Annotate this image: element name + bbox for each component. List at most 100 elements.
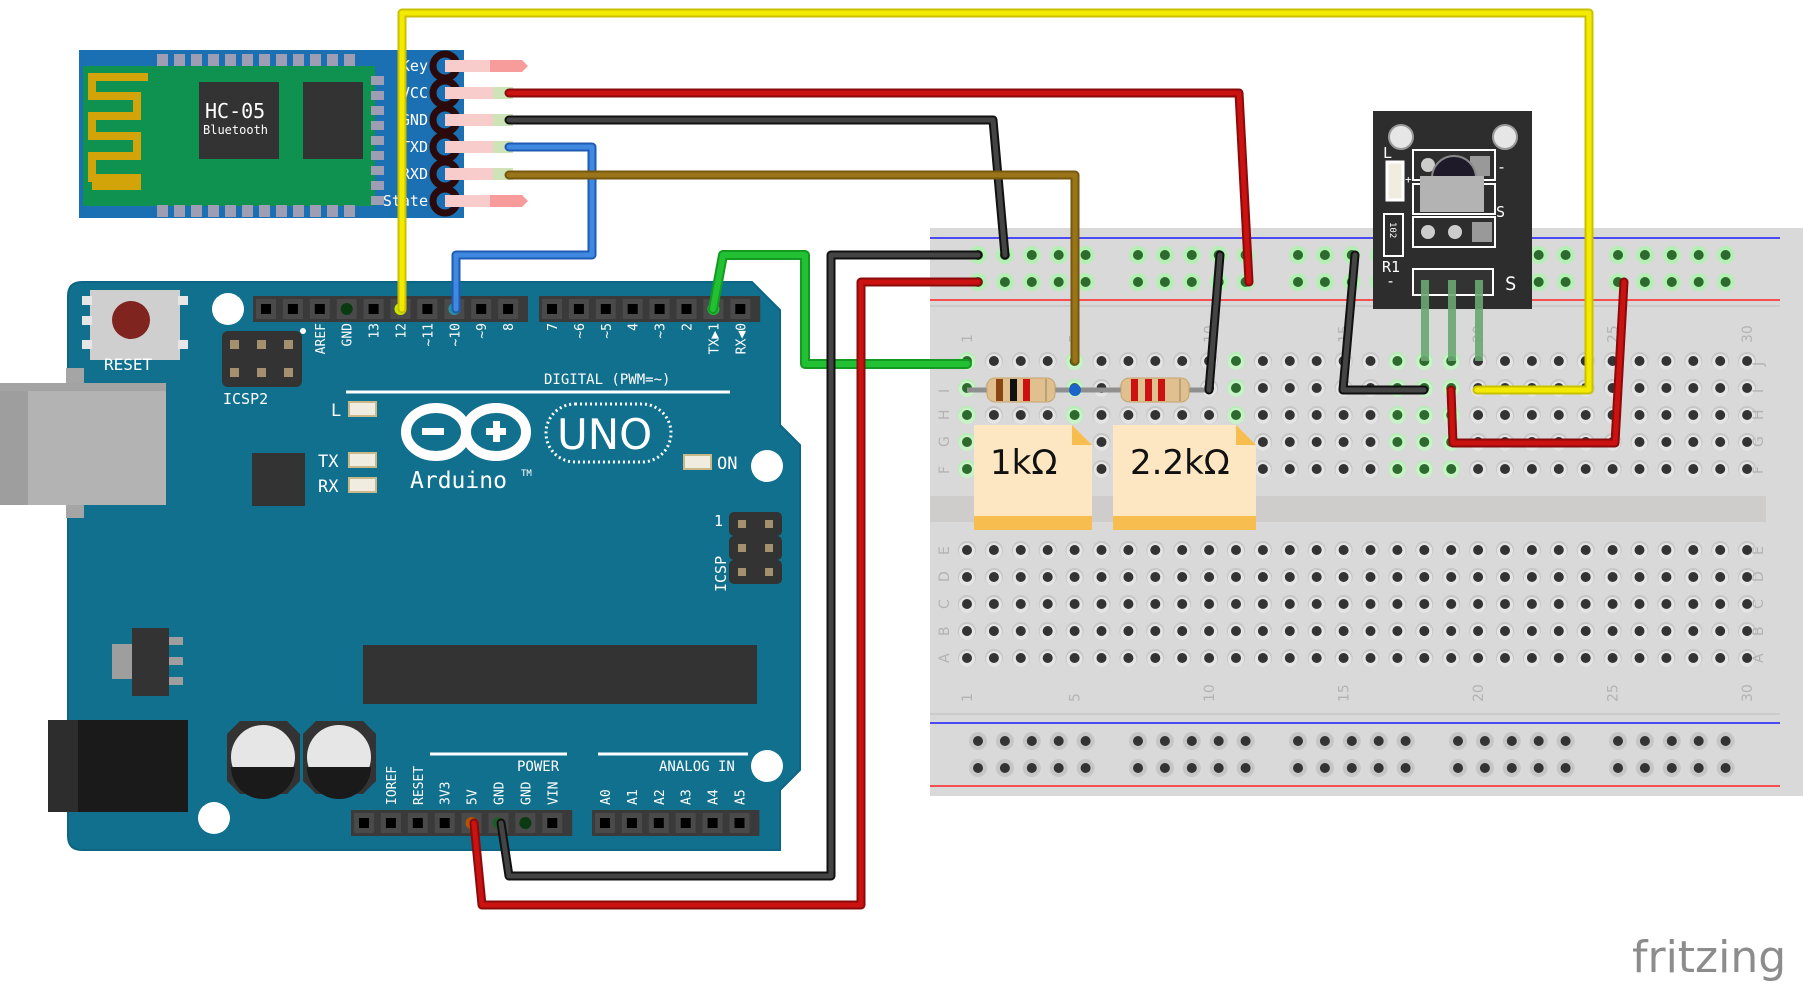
rail-hole[interactable] (1396, 732, 1415, 750)
breadboard-hole[interactable] (1200, 649, 1219, 667)
rail-hole[interactable] (1475, 759, 1494, 777)
rail-hole[interactable] (1155, 246, 1174, 264)
breadboard-hole[interactable] (1173, 352, 1192, 370)
header-pin[interactable] (621, 813, 642, 833)
breadboard-hole[interactable] (1280, 541, 1299, 559)
breadboard-hole[interactable] (1146, 406, 1165, 424)
rail-hole[interactable] (1155, 273, 1174, 291)
breadboard-hole[interactable] (1576, 622, 1595, 640)
breadboard-hole[interactable] (1738, 622, 1757, 640)
breadboard-hole[interactable] (1361, 460, 1380, 478)
breadboard-hole[interactable] (1280, 352, 1299, 370)
rail-hole[interactable] (1182, 246, 1201, 264)
breadboard-hole[interactable] (1496, 541, 1514, 559)
rail-hole[interactable] (969, 759, 987, 777)
breadboard-hole[interactable] (1038, 649, 1057, 667)
breadboard-hole[interactable] (1684, 622, 1703, 640)
rail-hole[interactable] (1529, 732, 1548, 750)
breadboard-hole[interactable] (1549, 406, 1568, 424)
breadboard-hole[interactable] (1522, 541, 1541, 559)
breadboard-hole[interactable] (1200, 595, 1219, 613)
breadboard-hole[interactable] (1549, 460, 1568, 478)
breadboard-hole[interactable] (1684, 649, 1703, 667)
breadboard-hole[interactable] (1657, 541, 1676, 559)
breadboard-hole[interactable] (1038, 622, 1057, 640)
breadboard-hole[interactable] (1549, 352, 1568, 370)
rail-hole[interactable] (1076, 273, 1095, 291)
rail-hole[interactable] (1635, 246, 1654, 264)
breadboard-hole[interactable] (1711, 406, 1730, 424)
breadboard-hole[interactable] (1738, 379, 1757, 397)
rail-hole[interactable] (1449, 732, 1467, 750)
breadboard-hole[interactable] (1227, 379, 1245, 397)
breadboard-hole[interactable] (1738, 541, 1757, 559)
breadboard-hole[interactable] (1657, 352, 1676, 370)
breadboard-hole[interactable] (1657, 568, 1676, 586)
breadboard-hole[interactable] (1469, 406, 1488, 424)
header-pin[interactable] (256, 299, 276, 319)
breadboard-hole[interactable] (1415, 433, 1434, 451)
breadboard-hole[interactable] (1253, 379, 1272, 397)
breadboard-hole[interactable] (1738, 433, 1757, 451)
breadboard-hole[interactable] (1657, 460, 1676, 478)
breadboard-hole[interactable] (1307, 352, 1326, 370)
breadboard-hole[interactable] (984, 649, 1003, 667)
rail-hole[interactable] (1182, 759, 1201, 777)
breadboard-hole[interactable] (1334, 595, 1353, 613)
breadboard-hole[interactable] (1711, 379, 1730, 397)
header-pin[interactable] (622, 299, 643, 319)
rail-hole[interactable] (1129, 732, 1147, 750)
breadboard-hole[interactable] (1092, 568, 1111, 586)
reset-button-cap[interactable] (112, 301, 150, 339)
breadboard-hole[interactable] (1146, 541, 1165, 559)
breadboard-hole[interactable] (1738, 568, 1757, 586)
header-pin[interactable] (407, 813, 428, 833)
breadboard-hole[interactable] (1280, 595, 1299, 613)
header-pin[interactable] (676, 299, 697, 319)
breadboard-hole[interactable] (1496, 595, 1514, 613)
rail-hole[interactable] (1182, 732, 1201, 750)
breadboard-hole[interactable] (958, 595, 976, 613)
breadboard-hole[interactable] (1065, 568, 1084, 586)
header-pin[interactable] (498, 299, 519, 319)
rail-hole[interactable] (1449, 759, 1467, 777)
breadboard-hole[interactable] (1227, 406, 1245, 424)
header-pin[interactable] (380, 813, 401, 833)
header-pin[interactable] (729, 813, 750, 833)
breadboard-hole[interactable] (1227, 541, 1245, 559)
breadboard-hole[interactable] (1469, 541, 1488, 559)
rail-hole[interactable] (1716, 273, 1735, 291)
header-pin[interactable] (542, 813, 563, 833)
breadboard-hole[interactable] (1630, 460, 1649, 478)
rail-hole[interactable] (1396, 759, 1415, 777)
breadboard-hole[interactable] (1657, 379, 1676, 397)
header-pin[interactable] (675, 813, 696, 833)
resistor-2k2[interactable] (1120, 377, 1190, 403)
rail-hole[interactable] (1556, 273, 1575, 291)
header-pin[interactable] (648, 813, 669, 833)
breadboard-hole[interactable] (1630, 568, 1649, 586)
breadboard-hole[interactable] (1603, 541, 1622, 559)
breadboard-hole[interactable] (1496, 460, 1514, 478)
breadboard-hole[interactable] (1469, 595, 1488, 613)
breadboard-hole[interactable] (1549, 649, 1568, 667)
rail-hole[interactable] (1529, 759, 1548, 777)
breadboard-hole[interactable] (958, 622, 976, 640)
breadboard-hole[interactable] (1684, 541, 1703, 559)
breadboard-hole[interactable] (1576, 568, 1595, 586)
breadboard-hole[interactable] (1711, 460, 1730, 478)
breadboard-hole[interactable] (1496, 622, 1514, 640)
breadboard-hole[interactable] (1630, 433, 1649, 451)
rail-hole[interactable] (1369, 732, 1388, 750)
breadboard-hole[interactable] (1334, 406, 1353, 424)
breadboard-hole[interactable] (1119, 352, 1138, 370)
breadboard-hole[interactable] (1253, 406, 1272, 424)
breadboard-hole[interactable] (1388, 460, 1407, 478)
breadboard-hole[interactable] (1388, 433, 1407, 451)
breadboard-hole[interactable] (1711, 433, 1730, 451)
breadboard-hole[interactable] (1711, 595, 1730, 613)
breadboard-hole[interactable] (1011, 352, 1030, 370)
rail-hole[interactable] (1662, 732, 1681, 750)
breadboard-hole[interactable] (1253, 595, 1272, 613)
rail-hole[interactable] (1129, 759, 1147, 777)
